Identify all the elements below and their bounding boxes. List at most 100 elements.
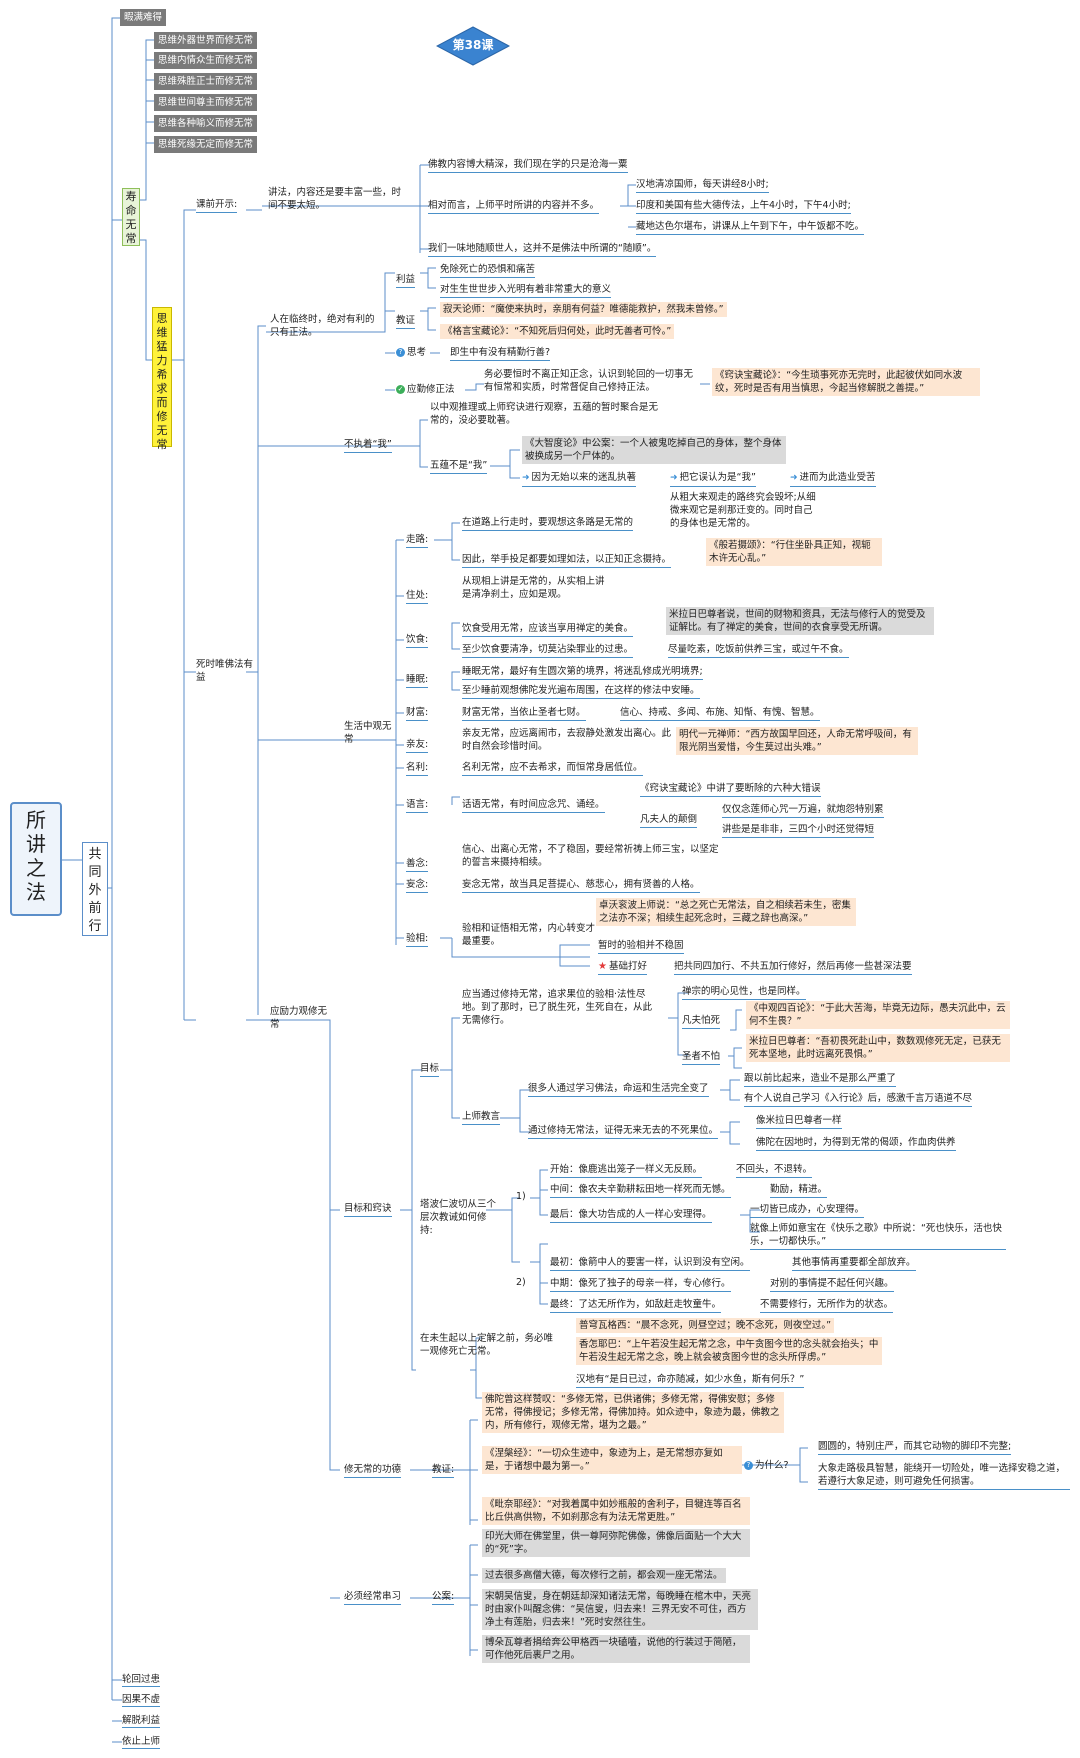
fame-1: 名利无常，应不去希求，而恒常身居低位。 xyxy=(462,761,643,776)
lama-2b: 佛陀在因地时，为得到无常的偈颂，作血肉供养 xyxy=(756,1136,956,1151)
dark-item[interactable]: 思维殊胜正士而修无常 xyxy=(154,73,258,90)
verify-3a: 把共同四加行、不共五加行修好，然后再修一些甚深法要 xyxy=(674,960,912,975)
walk-1: 在道路上行走时，要观想这条路是无常的 xyxy=(462,516,634,531)
teach-quote-2: 《格言宝藏论》：“不知死后归何处，此时无善者可怜。” xyxy=(440,324,675,339)
branch-contemplate[interactable]: 思维猛力希求而修无常 xyxy=(152,307,172,451)
food-1-quote: 米拉日巴尊者说，世间的财物和资具，无法与修行人的觉受及证解比。有了禅定的美食，世… xyxy=(666,607,934,635)
case-label: 公案: xyxy=(432,1590,455,1605)
wealth-2: 信心、持戒、多闻、布施、知惭、有愧、智慧。 xyxy=(620,706,820,721)
dark-item[interactable]: 思维内情众生而修无常 xyxy=(154,52,258,69)
level-two: 2) xyxy=(516,1277,526,1288)
level1-node[interactable]: 共同外前行 xyxy=(82,842,108,936)
sleep-label: 睡眠: xyxy=(406,673,429,688)
o3b: 就像上师如意宝在《快乐之歌》中所说：“死也快乐，活也快乐，一切都快乐。” xyxy=(750,1222,1006,1250)
arrow-icon: ➜ xyxy=(790,473,798,483)
target-label: 目标 xyxy=(420,1062,440,1077)
w3: 最终：了达无所作为，如敌赶走牧童牛。 xyxy=(550,1298,722,1313)
speech-3a: 仅仅念莲师心咒一万遍，就炮怨特别累 xyxy=(722,803,884,818)
lama-1: 很多人通过学习佛法，命运和生活完全变了 xyxy=(528,1082,709,1097)
arrow-icon: ➜ xyxy=(670,473,678,483)
speech-label: 语言: xyxy=(406,798,429,813)
speech-2: 《窍诀宝藏论》中讲了要断除的六种大错误 xyxy=(640,782,821,797)
branch-impermanence[interactable]: 寿命无常 xyxy=(122,188,140,246)
bottom-item[interactable]: 因果不虚 xyxy=(122,1694,161,1707)
level-one: 1) xyxy=(516,1191,526,1202)
stay-1: 从现相上讲是无常的，从实相上讲是清净刹土，应如是观。 xyxy=(462,576,605,600)
o3: 最后：像大功告成的人一样心安理得。 xyxy=(550,1208,712,1223)
lesson-badge[interactable]: 第38课 xyxy=(452,38,494,52)
think-label: 思考 xyxy=(407,347,427,358)
practice-label: 应勤修正法 xyxy=(407,384,455,395)
fame-label: 名利: xyxy=(406,761,429,776)
case-4: 博朵瓦尊者捐给奔公甲格西一块磕嗑，说他的行装过于简陋，可作他死后裹尸之用。 xyxy=(482,1635,750,1663)
noattach-a: 以中观推理或上师窍诀进行观察，五蕴的暂时聚合是无常的，没必要耽著。 xyxy=(430,402,659,426)
verify-1-quote: 卓沃衮波上师说：“总之死亡无常法，自之相续若未生，密集之法亦不深；相续生起死念时… xyxy=(596,898,856,926)
o3a: 一切皆已成办，心安理得。 xyxy=(750,1203,865,1218)
ordinary-label: 凡夫怕死 xyxy=(682,1014,721,1029)
before-2: 香怎耶巴：“上午若没生起无常之念，中午贪图今世的念头就会抬头；中午若没生起无常之… xyxy=(576,1337,882,1365)
dazhidu-quote: 《大智度论》中公案：一个人被鬼吃掉自己的身体，整个身体被换成另一个尸体的。 xyxy=(522,436,786,464)
root-node[interactable]: 所讲之法 xyxy=(10,802,62,916)
intro-b: 相对而言，上师平时所讲的内容并不多。 xyxy=(428,199,600,214)
intro-label[interactable]: 课前开示: xyxy=(196,198,238,213)
walk-1a: 从粗大来观走的路终究会毁坏;从细微来观它是刹那迁变的。同时自己的身体也是无常的。 xyxy=(670,492,816,529)
dark-item[interactable]: 思维各种喻义而修无常 xyxy=(154,115,258,132)
star-icon: ★ xyxy=(598,961,607,972)
o2: 中间：像农夫辛勤耕耘田地一样死而无憾。 xyxy=(550,1183,731,1198)
o1a: 不回头，不退转。 xyxy=(736,1163,813,1178)
w1: 最初：像箭中人的要害一样，认识到没有空闲。 xyxy=(550,1256,750,1271)
dying-label: 人在临终时，绝对有利的只有正法。 xyxy=(270,314,375,338)
kin-1-quote: 明代一元禅师：“西方故国早回还，人命无常呼吸间，有限光阴当爱惜，今生莫过出头难。… xyxy=(676,727,918,755)
intro-a: 佛教内容博大精深，我们现在学的只是沧海一粟 xyxy=(428,158,628,173)
verify-2: 暂时的验相并不稳固 xyxy=(598,939,684,954)
dark-item[interactable]: 思维外器世界而修无常 xyxy=(154,32,258,49)
arrow-icon: ➜ xyxy=(522,473,530,483)
verify-1: 验相和证悟相无常，内心转变才最重要。 xyxy=(462,923,596,947)
food-2: 至少饮食要清净，切莫沾染罪业的过患。 xyxy=(462,643,634,658)
dark-item[interactable]: 思维死缘无定而修无常 xyxy=(154,136,258,153)
why-2: 大象走路极具智慧，能绕开一切险处，唯一选择安稳之道，若遵行大象足迹，则可避免任何… xyxy=(818,1462,1070,1490)
walk-label: 走路: xyxy=(406,533,429,548)
teach-label: 教证 xyxy=(396,314,416,329)
speech-1: 话语无常，有时间应念咒、诵经。 xyxy=(462,798,605,813)
w1a: 其他事情再重要都全部放弃。 xyxy=(792,1256,916,1271)
practice-1: 务必要恒时不离正知正念，认识到轮回的一切事无有恒常和实质，时常督促自己修持正法。 xyxy=(484,369,694,393)
case-1: 印光大师在佛堂里，供一尊阿弥陀佛像，佛像后面贴一个大大的“死”字。 xyxy=(482,1529,750,1557)
merit-quote-3: 《毗奈耶经》：“对我着属中如妙瓶般的舍利子，目犍连等百名比丘供高供物，不如刹那念… xyxy=(482,1497,750,1525)
life-label: 生活中观无常 xyxy=(344,721,392,745)
why-1: 圆圆的，特别庄严，而其它动物的脚印不完整; xyxy=(818,1440,1012,1455)
question-icon: ? xyxy=(396,348,405,357)
top-tag[interactable]: 暇满难得 xyxy=(120,9,167,26)
bottom-item[interactable]: 依止上师 xyxy=(122,1736,161,1749)
food-1: 饮食受用无常，应该当享用禅定的美食。 xyxy=(462,622,634,637)
noattach-label: 不执着“我” xyxy=(344,438,392,453)
noattach-s3: 进而为此造业受苦 xyxy=(799,472,876,483)
food-label: 饮食: xyxy=(406,633,429,648)
merit-quote-1: 佛陀曾这样赞叹：“多修无常，已供诸佛；多修无常，得佛安慰；多修无常，得佛授记；多… xyxy=(482,1392,784,1433)
case-3: 宋朝吴信叟，身在朝廷却深知诸法无常，每晚睡在棺木中，天亮时由家仆叫醒念佛：“吴信… xyxy=(482,1589,758,1630)
dark-item[interactable]: 思维世间尊主而修无常 xyxy=(154,94,258,111)
intro-sub: 讲法，内容还是要丰富一些，时间不要太短。 xyxy=(268,187,402,211)
intro-b2: 印度和美国有些大德传法，上午4小时，下午4小时; xyxy=(636,199,851,214)
goal-label: 目标和窍诀 xyxy=(344,1202,392,1217)
sleep-2: 至少睡前观想佛陀发光遍布周围，在这样的修法中安睡。 xyxy=(462,684,700,699)
bottom-item[interactable]: 轮回过患 xyxy=(122,1674,161,1687)
before-3: 汉地有“是日已过，命亦随减，如少水鱼，斯有何乐？” xyxy=(576,1373,805,1388)
merit-quote-2: 《涅槃经》：“一切众生迹中，象迹为上，是无常想亦复如是，于诸想中最为第一。” xyxy=(482,1446,742,1474)
benefit-label: 利益 xyxy=(396,273,416,288)
bottom-item[interactable]: 解脱利益 xyxy=(122,1715,161,1728)
stay-label: 住处: xyxy=(406,589,429,604)
wrong-label: 妄念: xyxy=(406,878,429,893)
good-label: 善念: xyxy=(406,857,429,872)
merit-teach: 教证: xyxy=(432,1463,455,1478)
teach-quote-1: 寂天论师：“魔使来执时，亲朋有何益？唯德能救护，然我未曾修。” xyxy=(440,302,727,317)
verify-3: 基础打好 xyxy=(608,961,647,972)
exhort-label: 应励力观修无常 xyxy=(270,1006,328,1030)
kin-label: 亲友: xyxy=(406,738,429,753)
wealth-label: 财富: xyxy=(406,706,429,721)
tapo-label: 塔波仁波切从三个层次教诫如何修持: xyxy=(420,1199,497,1236)
death-benefit-label: 死时唯佛法有益 xyxy=(196,659,254,683)
why-label: 为什么? xyxy=(755,1460,789,1471)
think-question: 即生中有没有精勤行善? xyxy=(450,346,551,361)
